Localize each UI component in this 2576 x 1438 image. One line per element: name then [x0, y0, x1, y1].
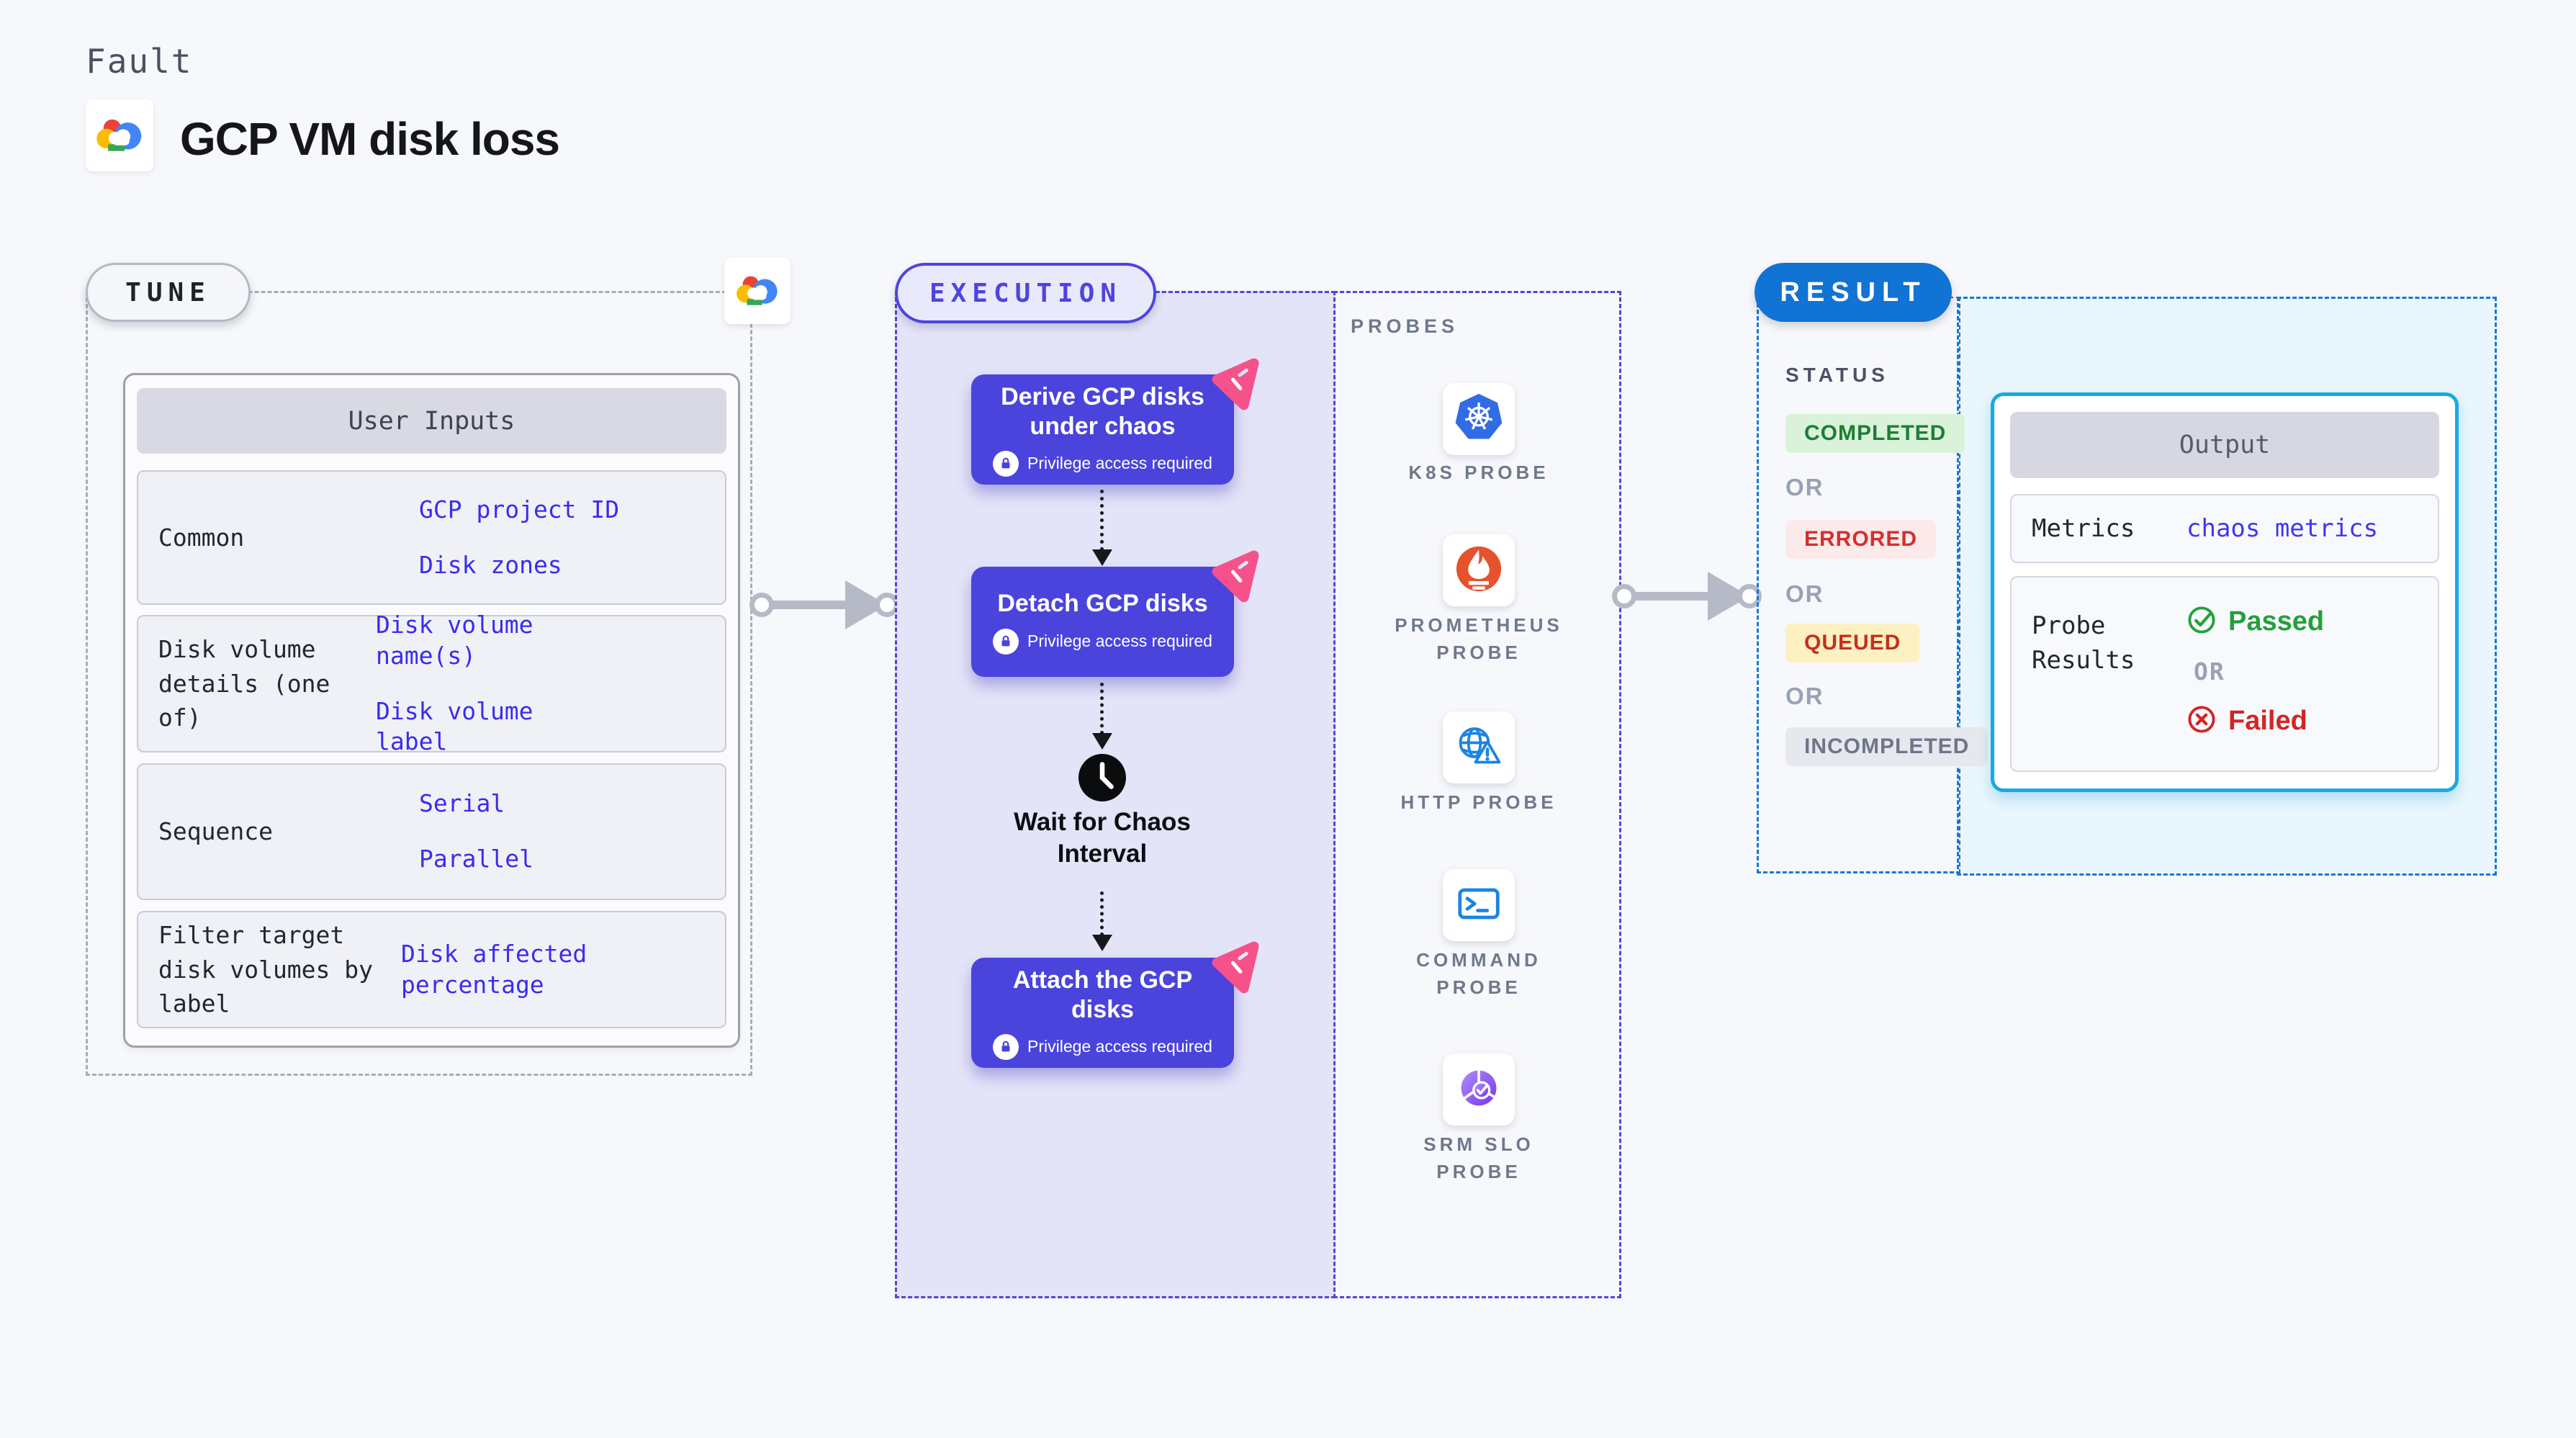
- probe-tile-k8s: [1443, 383, 1515, 455]
- fault-kicker: Fault: [86, 42, 193, 81]
- step-detach-gcp-disks: Detach GCP disks Privilege access requir…: [971, 567, 1234, 677]
- lock-icon: [993, 1033, 1019, 1060]
- prometheus-icon: [1452, 542, 1505, 599]
- probe-tile-srm-slo: [1443, 1053, 1515, 1125]
- chaos-pinwheel-icon: [1203, 936, 1272, 1002]
- probes-panel: [1333, 291, 1621, 1298]
- terminal-icon: [1452, 878, 1505, 933]
- user-inputs-row-filter: Filter target disk volumes by label Disk…: [137, 911, 726, 1028]
- row-value: Disk volume label: [376, 696, 533, 756]
- probe-label: SRM SLO PROBE: [1423, 1133, 1534, 1182]
- row-value: GCP project ID: [419, 495, 620, 523]
- row-value: Serial: [419, 789, 505, 818]
- x-circle-icon: [2187, 704, 2217, 738]
- probe-label: HTTP PROBE: [1400, 791, 1557, 813]
- row-value: Disk zones: [419, 550, 562, 579]
- probe-tile-http: [1443, 711, 1515, 783]
- user-inputs-row-disk-volume: Disk volume details (one of) Disk volume…: [137, 611, 726, 755]
- status-or-separator: OR: [1785, 683, 1824, 709]
- output-header: Output: [2010, 412, 2439, 478]
- step-title: Derive GCP disks under chaos: [1001, 383, 1204, 440]
- user-inputs-header: User Inputs: [137, 388, 726, 454]
- user-inputs-row-common: Common GCP project ID Disk zones: [137, 470, 726, 605]
- user-inputs-card: User Inputs Common GCP project ID Disk z…: [123, 373, 740, 1048]
- lock-icon: [993, 628, 1019, 655]
- metrics-row: Metrics chaos metrics: [2010, 494, 2439, 563]
- dotted-connector: [1100, 490, 1104, 551]
- probe-results-label: Probe Results: [2032, 611, 2135, 675]
- row-label: Common: [158, 523, 245, 552]
- status-badge-completed: COMPLETED: [1785, 414, 1965, 453]
- dotted-connector: [1100, 891, 1104, 936]
- gcp-cloud-icon: [734, 271, 781, 311]
- flow-arrow-tune-to-execution: [762, 601, 850, 609]
- row-label: Filter target disk volumes by label: [158, 920, 374, 1018]
- result-badge: RESULT: [1755, 263, 1952, 322]
- probe-tile-prometheus: [1443, 534, 1515, 606]
- row-label: Disk volume details (one of): [158, 634, 330, 732]
- status-or-separator: OR: [1785, 580, 1824, 607]
- srm-slo-icon: [1452, 1061, 1505, 1118]
- user-inputs-row-sequence: Sequence Serial Parallel: [137, 763, 726, 900]
- probe-result-failed: Failed: [2187, 704, 2324, 738]
- probe-label: PROMETHEUS PROBE: [1395, 614, 1563, 663]
- privilege-note-text: Privilege access required: [1027, 1037, 1212, 1056]
- status-title: STATUS: [1785, 364, 1889, 386]
- passed-label: Passed: [2228, 606, 2325, 637]
- row-value: Disk affected percentage: [401, 939, 587, 999]
- failed-label: Failed: [2228, 706, 2307, 736]
- tune-panel: [86, 291, 752, 1076]
- execution-badge-label: EXECUTION: [929, 278, 1122, 308]
- dotted-arrowhead: [1092, 935, 1112, 951]
- output-card: Output Metrics chaos metrics Probe Resul…: [1991, 392, 2459, 792]
- dotted-arrowhead: [1092, 549, 1112, 566]
- metrics-value: chaos metrics: [2187, 514, 2379, 543]
- privilege-note-text: Privilege access required: [1027, 632, 1212, 651]
- execution-badge: EXECUTION: [895, 263, 1156, 323]
- result-badge-label: RESULT: [1780, 277, 1927, 307]
- wait-step-label: Wait for Chaos Interval: [1014, 808, 1191, 868]
- probes-title: PROBES: [1351, 315, 1459, 337]
- lock-icon: [993, 450, 1019, 477]
- output-or-separator: OR: [2194, 657, 2225, 686]
- privilege-note-text: Privilege access required: [1027, 454, 1212, 473]
- status-badge-errored: ERRORED: [1785, 520, 1937, 559]
- row-value: Parallel: [419, 845, 533, 873]
- privilege-note: Privilege access required: [993, 628, 1212, 655]
- step-attach-gcp-disks: Attach the GCP disks Privilege access re…: [971, 958, 1234, 1068]
- page-title: GCP VM disk loss: [180, 113, 560, 165]
- gcp-logo-tile: [86, 99, 153, 171]
- privilege-note: Privilege access required: [993, 450, 1212, 477]
- probe-label: K8S PROBE: [1408, 462, 1549, 483]
- status-badge-incompleted: INCOMPLETED: [1785, 727, 1989, 766]
- step-title: Detach GCP disks: [997, 590, 1208, 618]
- dotted-arrowhead: [1092, 733, 1112, 750]
- probe-label: COMMAND PROBE: [1416, 949, 1541, 998]
- tune-corner-logo-tile: [724, 258, 791, 324]
- chaos-pinwheel-icon: [1203, 545, 1272, 611]
- status-badge-queued: QUEUED: [1785, 624, 1920, 662]
- dotted-connector: [1100, 683, 1104, 734]
- status-or-separator: OR: [1785, 474, 1824, 500]
- tune-badge: TUNE: [86, 263, 251, 322]
- http-globe-icon: [1451, 722, 1506, 773]
- connector-dot: [1612, 584, 1636, 608]
- metrics-label: Metrics: [2032, 514, 2135, 543]
- connector-dot: [749, 593, 774, 617]
- gcp-cloud-icon: [94, 114, 145, 158]
- probe-results-row: Probe Results Passed OR: [2010, 576, 2439, 772]
- tune-badge-label: TUNE: [125, 277, 211, 307]
- step-derive-gcp-disks: Derive GCP disks under chaos Privilege a…: [971, 374, 1234, 485]
- flow-arrow-execution-to-result: [1626, 592, 1711, 601]
- row-label: Sequence: [158, 817, 273, 846]
- probe-result-passed: Passed: [2187, 605, 2324, 639]
- step-title: Attach the GCP disks: [1012, 966, 1193, 1023]
- check-circle-icon: [2187, 605, 2217, 639]
- clock-icon: [1078, 754, 1126, 801]
- kubernetes-icon: [1453, 392, 1505, 447]
- row-value: Disk volume name(s): [376, 610, 533, 670]
- probe-tile-command: [1443, 869, 1515, 941]
- privilege-note: Privilege access required: [993, 1033, 1212, 1060]
- chaos-pinwheel-icon: [1203, 353, 1272, 419]
